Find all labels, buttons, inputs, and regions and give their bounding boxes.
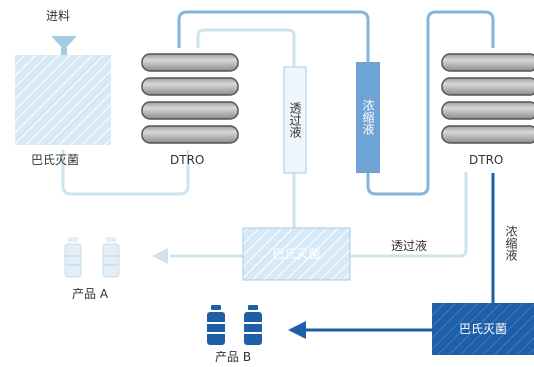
sterilizer-dark-box	[432, 303, 534, 355]
dtro-module-1	[141, 53, 239, 144]
arrow-to-product-a	[152, 248, 168, 264]
light-pipes	[61, 28, 468, 258]
permeate-column	[283, 66, 307, 174]
permeate-column-label: 透过液	[288, 102, 302, 138]
feed-funnel-icon	[51, 36, 77, 50]
dark-pipes	[300, 173, 495, 332]
concentrate-pipes	[177, 10, 495, 196]
concentrate-flow-label: 浓缩液	[504, 225, 518, 261]
permeate-flow-label: 透过液	[391, 239, 428, 253]
concentrate-column-label: 浓缩液	[361, 99, 375, 135]
sterilizer-mid-label: 巴氏灭菌	[272, 247, 321, 261]
sterilizer-dark-label: 巴氏灭菌	[458, 322, 507, 336]
product-b-bottles-icon	[207, 305, 262, 345]
concentrate-column	[356, 62, 380, 173]
product-a-bottles-icon	[64, 237, 120, 278]
dtro-1-label: DTRO	[170, 153, 205, 167]
product-b-label: 产品 B	[215, 350, 252, 364]
dtro-module-2	[441, 53, 534, 144]
sterilizer-mid-box	[242, 227, 351, 281]
arrow-to-product-b	[288, 321, 306, 339]
tank-label: 巴氏灭菌	[31, 153, 80, 167]
feed-label: 进料	[46, 9, 71, 23]
product-a-label: 产品 A	[72, 287, 109, 301]
dtro-2-label: DTRO	[469, 153, 504, 167]
feed-tank	[15, 55, 111, 145]
feed-funnel-neck	[61, 48, 67, 55]
